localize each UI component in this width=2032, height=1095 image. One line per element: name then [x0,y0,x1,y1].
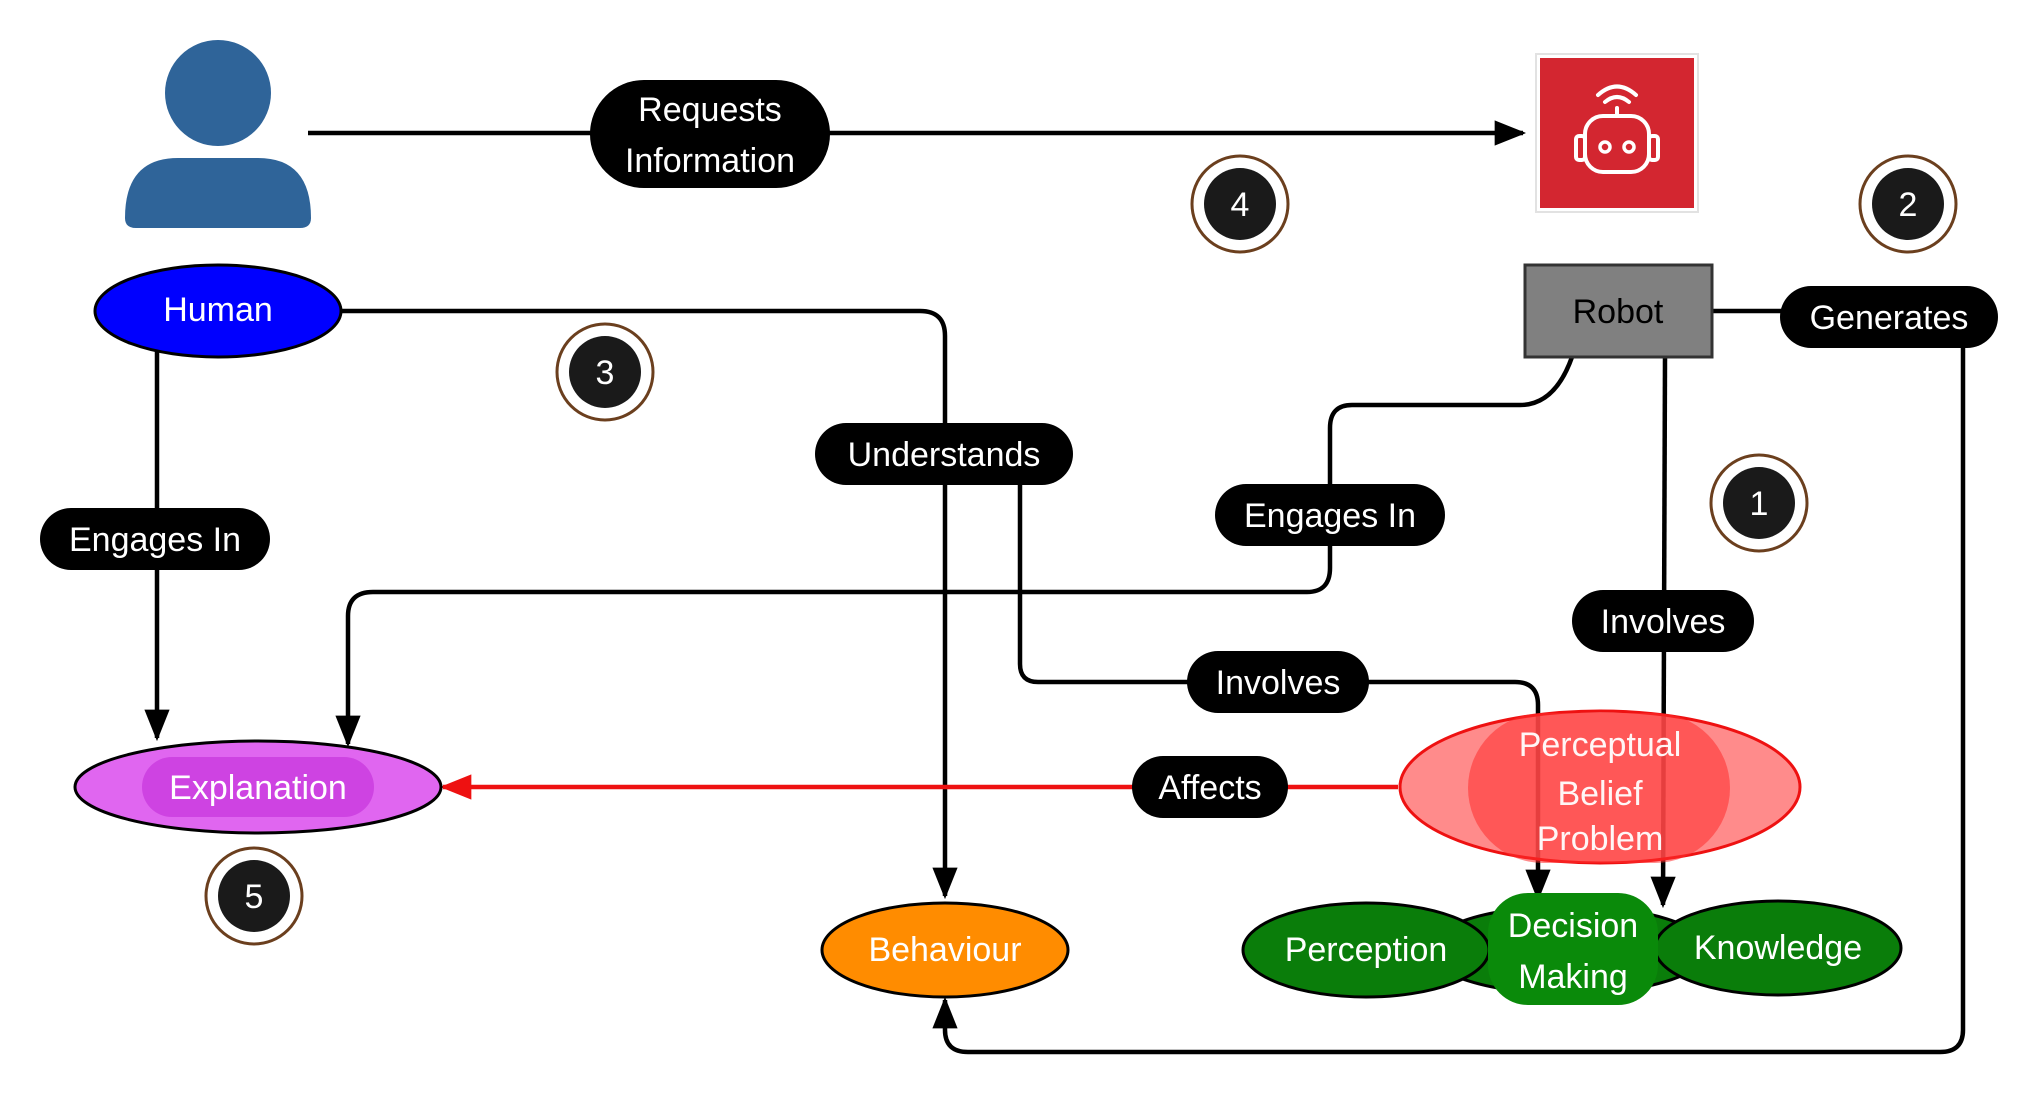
requests-information-label: Requests Information [590,80,830,188]
understands-text: Understands [848,436,1041,474]
decision-making-node: Decision Making [1488,893,1658,1005]
step-marker-4: 4 [1190,154,1290,254]
problem-label-line-3: Problem [1537,820,1664,858]
perceptual-belief-problem-node: Perceptual Belief Problem [1398,709,1802,865]
generates-text: Generates [1810,299,1969,337]
step-marker-2: 2 [1858,154,1958,254]
decision-making-label-line-1: Decision [1508,907,1638,945]
knowledge-node: Knowledge [1653,899,1903,997]
engages-in-robot-label: Engages In [1215,484,1445,546]
problem-label-line-2: Belief [1557,775,1643,813]
perception-node-label: Perception [1285,931,1448,969]
human-node-label: Human [163,291,273,329]
explanation-node-label: Explanation [169,769,347,807]
requests-information-label-line-1: Requests [638,91,782,129]
step-marker-3-number: 3 [596,354,615,392]
knowledge-node-label: Knowledge [1694,929,1862,967]
decision-making-label-line-2: Making [1518,958,1628,996]
engages-in-human-label: Engages In [40,508,270,570]
step-marker-5: 5 [204,846,304,946]
step-marker-3: 3 [555,322,655,422]
cognition-cluster: Perception Knowledge Decision Making [1241,893,1903,1005]
engages-in-human-text: Engages In [69,521,241,559]
step-marker-2-number: 2 [1899,186,1918,224]
human-node: Human [93,263,343,359]
robot-node-label: Robot [1573,293,1664,331]
understands-edge [342,308,958,900]
behaviour-node-label: Behaviour [868,931,1021,969]
behaviour-node: Behaviour [820,901,1070,999]
step-marker-5-number: 5 [245,878,264,916]
involves-robot-text: Involves [1601,603,1726,641]
affects-label: Affects [1132,756,1288,818]
affects-text: Affects [1158,769,1261,807]
robot-node: Robot [1523,263,1714,359]
involves-robot-label: Involves [1572,590,1754,652]
generates-label: Generates [1780,286,1998,348]
involves-understands-label: Involves [1187,651,1369,713]
involves-understands-text: Involves [1216,664,1341,702]
robot-engages-in-edge [335,356,1575,748]
understands-label: Understands [815,423,1073,485]
step-marker-1-number: 1 [1750,485,1769,523]
step-marker-4-number: 4 [1231,186,1250,224]
perception-node: Perception [1241,901,1491,999]
robot-icon [1535,53,1699,213]
problem-label-line-1: Perceptual [1519,726,1682,764]
user-icon [125,40,311,228]
step-marker-1: 1 [1709,453,1809,553]
explanation-node: Explanation [73,739,443,835]
requests-information-label-line-2: Information [625,142,795,180]
engages-in-robot-text: Engages In [1244,497,1416,535]
